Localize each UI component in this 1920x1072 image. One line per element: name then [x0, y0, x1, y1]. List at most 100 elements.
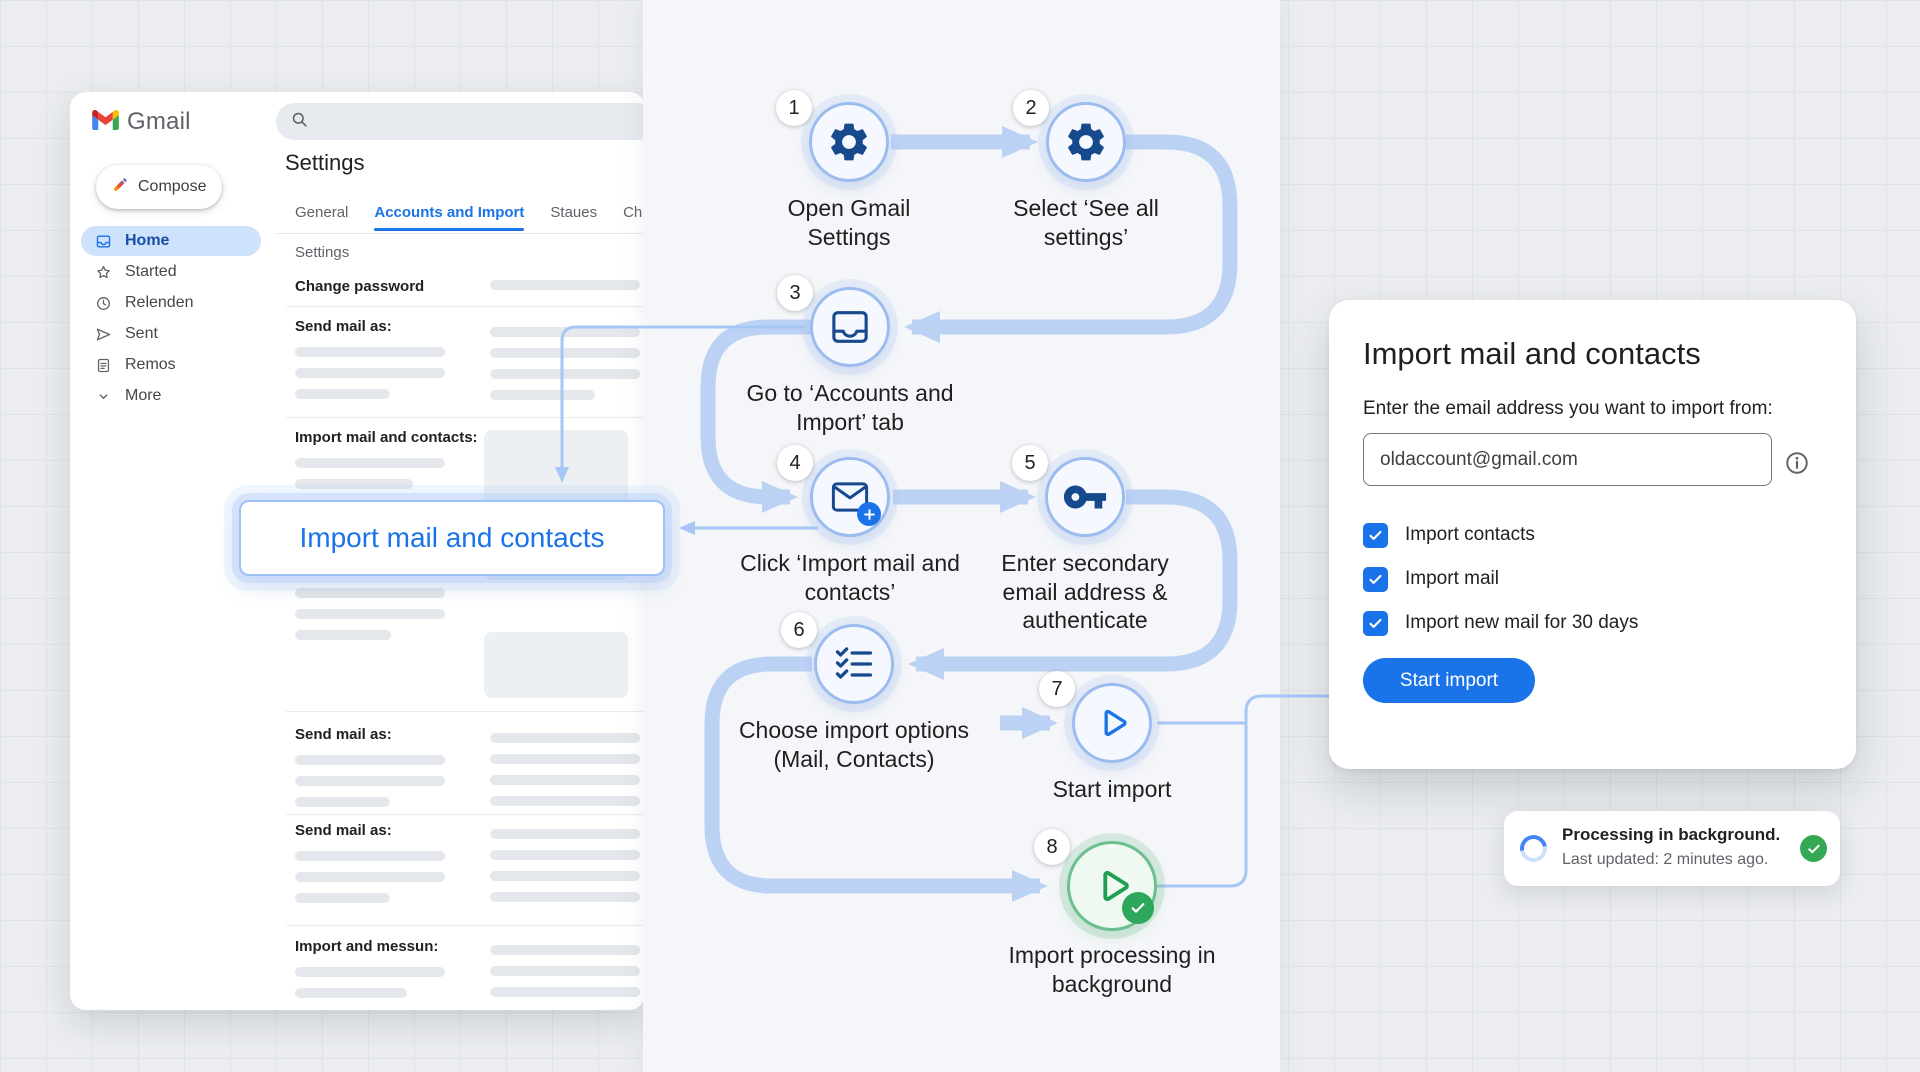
skeleton-bar	[295, 347, 445, 357]
flow-step-5: 5 Enter secondary email address & authen…	[1001, 445, 1169, 633]
checkbox-import-contacts[interactable]	[1363, 522, 1388, 548]
compose-button[interactable]: Compose	[96, 165, 223, 209]
flow-strip-panel	[643, 0, 1280, 1072]
sidebar-item-home[interactable]: Home	[81, 226, 261, 256]
email-input[interactable]	[1363, 433, 1772, 486]
sidebar-item-sent[interactable]: Sent	[81, 319, 261, 349]
sidebar-label: Sent	[125, 325, 158, 342]
import-dialog: Import mail and contacts Enter the email…	[1329, 300, 1856, 769]
skeleton-bar	[295, 872, 445, 882]
skeleton-bar	[490, 871, 640, 881]
skeleton-bar	[490, 987, 640, 997]
sidebar-item-relenden[interactable]: Relenden	[81, 288, 261, 318]
step-number: 4	[777, 445, 813, 481]
clock-icon	[95, 295, 112, 312]
processing-toast: Processing in background. Last updated: …	[1504, 811, 1840, 886]
skeleton-bar	[490, 348, 640, 358]
sidebar-item-remos[interactable]: Remos	[81, 350, 261, 380]
skeleton-bar	[490, 280, 640, 290]
skeleton-bar	[295, 893, 390, 903]
option-import-mail: Import mail	[1363, 565, 1499, 593]
document-icon	[95, 357, 112, 374]
divider	[286, 925, 645, 926]
gmail-header: Gmail	[92, 108, 191, 136]
sidebar-label: Relenden	[125, 294, 194, 311]
step-number: 3	[777, 275, 813, 311]
sidebar-label: More	[125, 387, 162, 404]
settings-title: Settings	[285, 150, 365, 175]
compose-label: Compose	[138, 178, 207, 195]
tab-general[interactable]: General	[295, 204, 349, 221]
play-icon	[1067, 841, 1157, 931]
skeleton-bar	[295, 797, 390, 807]
tab-accounts-and-import[interactable]: Accounts and Import	[374, 204, 525, 231]
flow-step-7: 7 Start import	[1039, 671, 1171, 802]
search-icon	[290, 110, 309, 134]
section-send-mail-as-3: Send mail as:	[295, 822, 392, 839]
key-icon	[1045, 457, 1125, 537]
sidebar-label: Started	[125, 263, 177, 280]
skeleton-bar	[490, 829, 640, 839]
divider	[276, 233, 645, 234]
skeleton-bar	[295, 588, 445, 598]
skeleton-bar	[295, 988, 407, 998]
step-label: Enter secondary email address & authenti…	[1001, 550, 1169, 634]
search-input[interactable]	[276, 103, 656, 140]
send-icon	[95, 326, 112, 343]
sidebar-item-started[interactable]: Started	[81, 257, 261, 287]
option-import-new-mail: Import new mail for 30 days	[1363, 609, 1638, 637]
skeleton-bar	[490, 966, 640, 976]
divider	[286, 306, 645, 307]
spinner-icon	[1514, 829, 1553, 868]
play-icon	[1072, 683, 1152, 763]
import-mail-contacts-callout[interactable]: Import mail and contacts	[239, 500, 665, 576]
flow-step-4: 4 Click ‘Import mail and contacts’	[740, 445, 960, 605]
option-import-contacts: Import contacts	[1363, 521, 1535, 549]
toast-title: Processing in background.	[1562, 825, 1781, 844]
skeleton-bar	[490, 754, 640, 764]
step-number: 1	[776, 90, 812, 126]
gmail-brand-text: Gmail	[127, 108, 191, 135]
check-icon	[1122, 892, 1154, 924]
step-label: Go to ‘Accounts and Import’ tab	[746, 380, 954, 435]
gear-icon	[1046, 102, 1126, 182]
step-label: Click ‘Import mail and contacts’	[740, 550, 960, 605]
dialog-prompt: Enter the email address you want to impo…	[1363, 398, 1773, 419]
star-icon	[95, 264, 112, 281]
inbox-icon	[95, 233, 112, 250]
skeleton-bar	[295, 755, 445, 765]
skeleton-bar	[295, 630, 391, 640]
flow-step-8: 8 Import processing in background	[1008, 829, 1216, 997]
info-icon[interactable]	[1784, 450, 1810, 476]
checkbox-import-mail[interactable]	[1363, 566, 1388, 592]
skeleton-bar	[295, 458, 445, 468]
flow-step-2: 2 Select ‘See all settings’	[1013, 90, 1159, 250]
skeleton-bar	[295, 389, 390, 399]
step-label: Import processing in background	[1008, 942, 1216, 997]
skeleton-bar	[295, 851, 445, 861]
checklist-icon	[814, 624, 894, 704]
flow-step-1: 1 Open Gmail Settings	[776, 90, 910, 250]
start-import-button[interactable]: Start import	[1363, 658, 1535, 703]
settings-subheading: Settings	[295, 244, 350, 261]
step-label: Open Gmail Settings	[787, 195, 911, 250]
flow-step-6: 6 Choose import options (Mail, Contacts)	[739, 612, 969, 772]
mail-plus-icon	[810, 457, 890, 537]
gmail-sidebar: Home Started Relenden	[81, 226, 261, 412]
sidebar-label: Home	[125, 232, 170, 249]
checkbox-import-new-mail[interactable]	[1363, 610, 1388, 636]
section-send-mail-as-1: Send mail as:	[295, 318, 392, 335]
placeholder-box	[484, 632, 628, 698]
section-import-and-messun: Import and messun:	[295, 938, 439, 955]
skeleton-bar	[295, 368, 445, 378]
sidebar-item-more[interactable]: More	[81, 381, 261, 411]
tab-staues[interactable]: Staues	[550, 204, 598, 221]
skeleton-bar	[295, 967, 445, 977]
plus-icon	[857, 502, 881, 526]
skeleton-bar	[490, 390, 595, 400]
gmail-logo-icon	[92, 109, 119, 135]
step-label: Start import	[1052, 776, 1172, 802]
skeleton-bar	[490, 775, 640, 785]
step-number: 5	[1012, 445, 1048, 481]
